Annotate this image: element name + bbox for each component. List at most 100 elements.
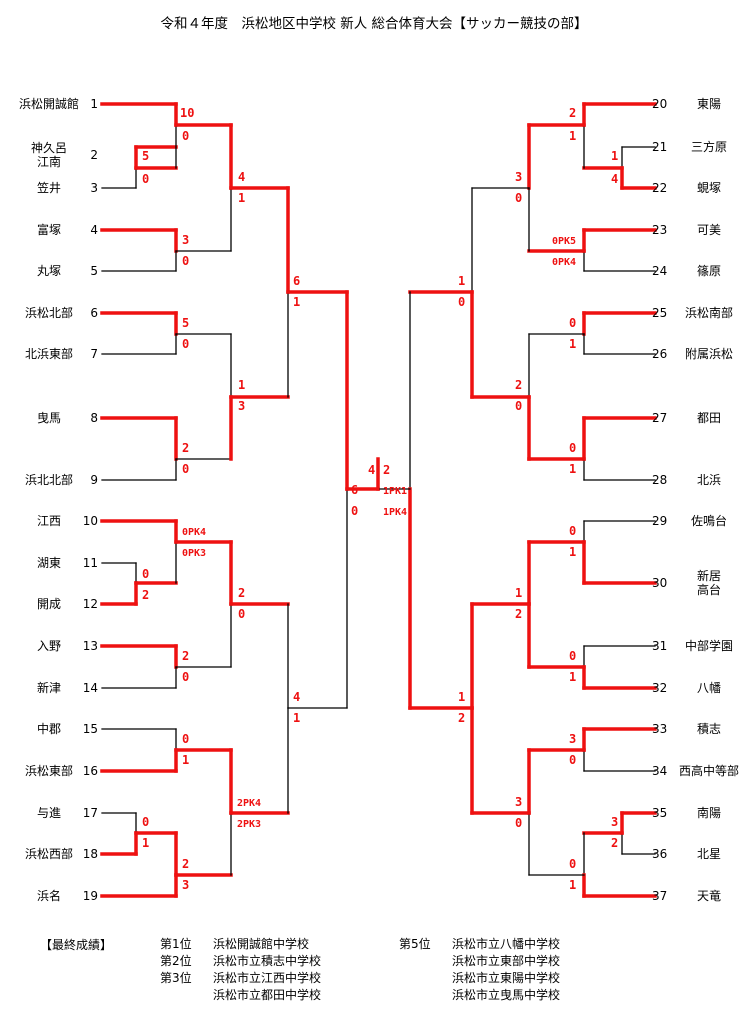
score-label: 3 (238, 399, 245, 413)
score-label: 2 (142, 588, 149, 602)
results-left-schools: 浜松開誠館中学校 浜松市立積志中学校 浜松市立江西中学校 浜松市立都田中学校 (213, 936, 363, 1004)
result-school: 浜松市立八幡中学校 (452, 937, 561, 951)
score-label: 1 (569, 670, 576, 684)
team-name: 浜北北部 (24, 473, 73, 487)
score-label: 1 (182, 753, 189, 767)
score-label: 4 (293, 690, 300, 704)
team-number: 9 (90, 473, 98, 487)
score-label: 2 (569, 106, 576, 120)
team-name: 浜松西部 (24, 847, 73, 861)
score-label: 0 (182, 129, 189, 143)
result-school: 浜松市立曳馬中学校 (452, 988, 561, 1002)
score-label: 4 (368, 463, 375, 477)
score-label: 0 (569, 857, 576, 871)
team-name: 北浜 (696, 473, 721, 487)
team-name: 東陽 (696, 97, 721, 111)
team-name: 浜名 (36, 889, 61, 903)
team-number: 16 (82, 764, 98, 778)
team-name: 北浜東部 (24, 347, 73, 361)
team-name: 附属浜松 (684, 347, 733, 361)
result-place: 第5位 (399, 937, 431, 951)
result-place: 第1位 (160, 937, 192, 951)
team-name: 曳馬 (36, 411, 61, 425)
team-number: 18 (82, 847, 98, 861)
team-number: 20 (652, 97, 668, 111)
team-name: 入野 (36, 639, 61, 653)
team-number: 4 (90, 223, 98, 237)
team-number: 7 (90, 347, 98, 361)
team-name: 湖東 (36, 556, 61, 570)
score-label: 0 (515, 399, 522, 413)
score-label: 1 (238, 191, 245, 205)
score-label: 0 (182, 254, 189, 268)
score-label: 3 (182, 878, 189, 892)
score-label: 0 (182, 670, 189, 684)
team-name: 北星 (696, 847, 721, 861)
team-name: 三方原 (690, 140, 727, 154)
score-label: 2 (515, 378, 522, 392)
score-label: 0 (142, 815, 149, 829)
team-name: 浜松南部 (684, 306, 733, 320)
team-name: 笠井 (36, 181, 61, 195)
score-label: 6 (293, 274, 300, 288)
team-number: 31 (652, 639, 668, 653)
result-place: 第2位 (160, 954, 192, 968)
team-number: 13 (82, 639, 98, 653)
score-label: 0 (569, 316, 576, 330)
result-school: 浜松市立積志中学校 (213, 954, 322, 968)
score-label: 1 (458, 690, 465, 704)
score-label: 1 (238, 378, 245, 392)
score-label: 0 (182, 337, 189, 351)
score-label: 0 (515, 191, 522, 205)
team-number: 24 (652, 264, 668, 278)
score-label: 2 (611, 836, 618, 850)
score-label: 1 (515, 586, 522, 600)
score-label: 0 (351, 504, 358, 518)
team-name: 新居 高台 (696, 569, 721, 597)
score-label: 0PK4 (182, 527, 206, 538)
team-name: 神久呂 江南 (30, 141, 67, 169)
team-number: 29 (652, 514, 668, 528)
score-label: 0 (515, 816, 522, 830)
score-label: 3 (569, 732, 576, 746)
score-label: 1 (142, 836, 149, 850)
team-name: 浜松東部 (24, 764, 73, 778)
score-label: 1 (569, 337, 576, 351)
score-label: 0 (458, 295, 465, 309)
team-name: 中郡 (36, 722, 61, 736)
team-number: 5 (90, 264, 98, 278)
score-label: 3 (515, 170, 522, 184)
score-label: 2 (515, 607, 522, 621)
team-number: 1 (90, 97, 98, 111)
team-number: 25 (652, 306, 668, 320)
score-label: 1 (293, 295, 300, 309)
score-label: 2PK3 (237, 819, 261, 830)
score-label: 1 (569, 129, 576, 143)
score-label: 2PK4 (237, 798, 261, 809)
score-label: 2 (458, 711, 465, 725)
team-name: 開成 (36, 597, 61, 611)
team-name: 可美 (696, 223, 721, 237)
score-label: 1 (458, 274, 465, 288)
score-label: 1 (569, 462, 576, 476)
score-label: 1PK4 (383, 507, 407, 518)
score-label: 3 (182, 233, 189, 247)
result-school: 浜松開誠館中学校 (213, 937, 310, 951)
team-number: 3 (90, 181, 98, 195)
score-label: 2 (182, 857, 189, 871)
team-number: 15 (82, 722, 98, 736)
team-name: 浜松北部 (24, 306, 73, 320)
score-label: 0 (569, 524, 576, 538)
team-name: 中部学園 (684, 639, 733, 653)
team-number: 33 (652, 722, 668, 736)
team-number: 11 (82, 556, 98, 570)
score-label: 5 (182, 316, 189, 330)
team-number: 19 (82, 889, 98, 903)
team-name: 天竜 (696, 889, 721, 903)
score-label: 6 (351, 483, 358, 497)
score-label: 0 (142, 567, 149, 581)
score-label: 2 (182, 649, 189, 663)
team-name: 八幡 (696, 681, 721, 695)
team-name: 西高中等部 (678, 764, 739, 778)
